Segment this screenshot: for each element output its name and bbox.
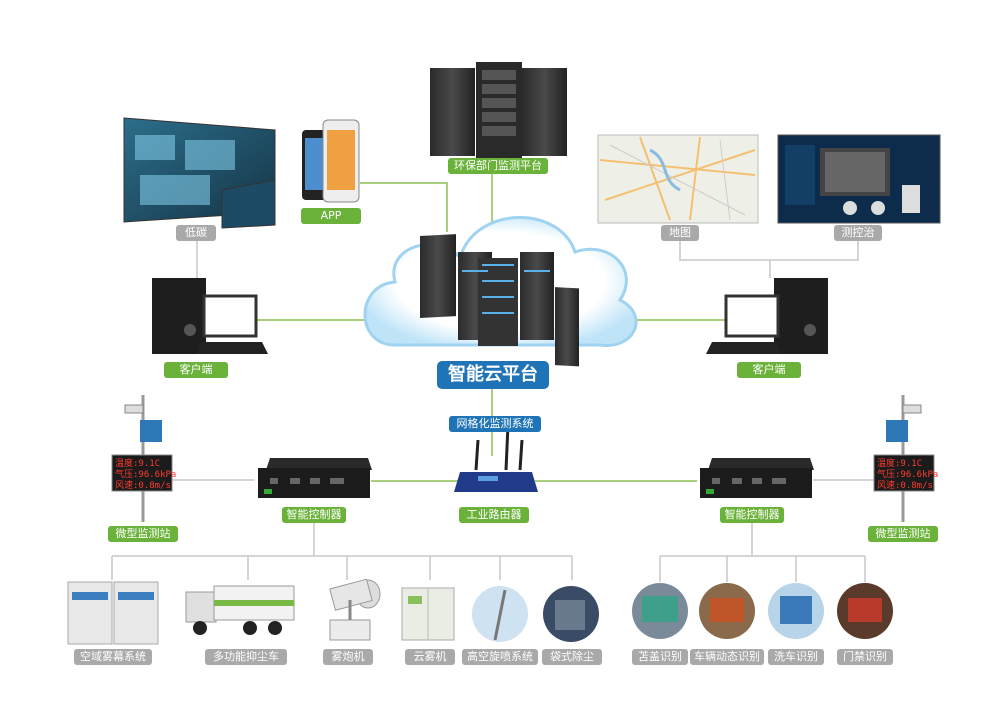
video-wall-icon <box>123 117 276 229</box>
device-label-spray-tower: 高空旋喷系统 <box>462 649 538 665</box>
left-client-label: 客户端 <box>164 362 228 378</box>
cloud-platform-label: 智能云平台 <box>437 361 549 389</box>
server-label: 环保部门监测平台 <box>448 158 548 174</box>
led-line: 温度:9.1C <box>115 457 160 469</box>
network-system-label: 网格化监测系统 <box>449 416 541 432</box>
phone-icon <box>302 119 360 203</box>
right-client-label: 客户端 <box>737 362 801 378</box>
cloud-mist-machine-icon <box>401 587 455 641</box>
left-controller-icon <box>258 458 372 498</box>
spray-tower-icon <box>472 586 528 642</box>
cabinet-icon <box>67 581 159 645</box>
right-controller-icon <box>700 458 814 498</box>
monitor-label: 测控治 <box>834 225 882 241</box>
device-label-dust-truck: 多功能抑尘车 <box>205 649 287 665</box>
truck-icon <box>185 585 295 635</box>
connection-lines <box>111 168 878 582</box>
device-label-cover-recog: 苫盖识别 <box>632 649 688 665</box>
covered-truck-icon <box>632 583 688 639</box>
led-line: 温度:9.1C <box>877 457 922 469</box>
map-screen-icon <box>597 134 759 224</box>
map-label: 地图 <box>661 225 699 241</box>
right-client-pc-icon <box>706 278 828 354</box>
link-app-cloud <box>360 182 448 232</box>
cloud-server-racks-icon <box>420 234 579 367</box>
right-station-icon <box>873 395 935 522</box>
led-line: 气压:96.6kPa <box>877 468 938 480</box>
left-station-label: 微型监测站 <box>108 526 178 542</box>
led-line: 风速:0.8m/s <box>877 480 933 491</box>
lowcarbon-label: 低碳 <box>176 225 216 241</box>
led-line: 风速:0.8m/s <box>115 480 171 491</box>
vehicle-camera-icon <box>699 583 755 639</box>
right-station-label: 微型监测站 <box>868 526 938 542</box>
right-led-display: 温度:9.1C 气压:96.6kPa 风速:0.8m/s <box>877 457 938 491</box>
device-label-bag-dust: 袋式除尘 <box>542 649 602 665</box>
car-wash-icon <box>768 583 824 639</box>
app-label[interactable]: APP <box>301 208 361 224</box>
link-map-monitor <box>679 240 859 261</box>
router-label: 工业路由器 <box>459 507 529 523</box>
fog-cannon-icon <box>329 578 381 641</box>
gate-icon <box>837 583 893 639</box>
router-icon <box>454 424 538 492</box>
right-controller-label: 智能控制器 <box>720 507 784 523</box>
left-client-pc-icon <box>152 278 268 354</box>
cloud-platform <box>363 216 638 367</box>
left-station-icon <box>111 395 173 522</box>
env-server-icon <box>430 62 567 158</box>
device-label-fog-cannon: 雾炮机 <box>323 649 373 665</box>
device-label-gate-recog: 门禁识别 <box>837 649 893 665</box>
device-label-air-curtain: 空域雾幕系统 <box>74 649 152 665</box>
device-label-wash-recog: 洗车识别 <box>768 649 824 665</box>
control-screen-icon <box>777 134 941 224</box>
bag-dust-collector-icon <box>543 586 599 642</box>
led-line: 气压:96.6kPa <box>115 468 176 480</box>
device-label-vehicle-recog: 车辆动态识别 <box>690 649 764 665</box>
left-led-display: 温度:9.1C 气压:96.6kPa 风速:0.8m/s <box>115 457 176 491</box>
left-controller-label: 智能控制器 <box>282 507 346 523</box>
device-label-cloud-mist: 云雾机 <box>405 649 455 665</box>
